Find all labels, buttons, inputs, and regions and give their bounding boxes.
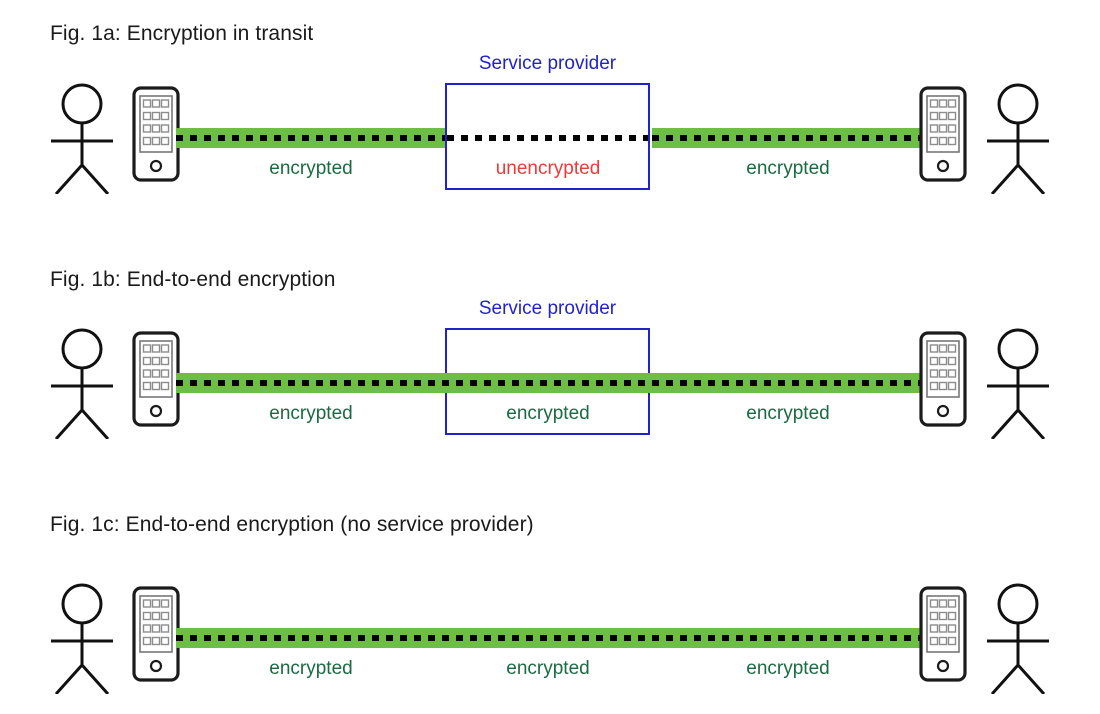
smartphone-icon-left <box>132 586 180 682</box>
segment-label-left: encrypted <box>269 403 353 424</box>
stick-figure-person-right <box>987 83 1049 194</box>
figure-1b: Service provider encrypted encrypted enc… <box>0 298 1100 450</box>
stick-figure-person-left <box>51 583 113 694</box>
figure-1c-caption: Fig. 1c: End-to-end encryption (no servi… <box>50 513 534 536</box>
stick-figure-person-right <box>987 328 1049 439</box>
smartphone-icon-right <box>919 331 967 427</box>
segment-label-left: encrypted <box>269 658 353 679</box>
service-provider-box <box>445 83 650 190</box>
segment-label-right: encrypted <box>746 403 830 424</box>
smartphone-icon-right <box>919 86 967 182</box>
figure-1b-caption: Fig. 1b: End-to-end encryption <box>50 268 336 291</box>
stick-figure-person-left <box>51 83 113 194</box>
segment-label-middle: unencrypted <box>495 158 601 179</box>
smartphone-icon-left <box>132 86 180 182</box>
service-provider-label: Service provider <box>478 298 617 319</box>
stick-figure-person-right <box>987 583 1049 694</box>
figure-1c: encrypted encrypted encrypted <box>0 560 1100 705</box>
segment-label-middle: encrypted <box>506 403 590 424</box>
segment-label-middle: encrypted <box>506 658 590 679</box>
smartphone-icon-left <box>132 331 180 427</box>
stick-figure-person-left <box>51 328 113 439</box>
data-flow-dots-left <box>176 135 447 141</box>
segment-label-right: encrypted <box>746 158 830 179</box>
smartphone-icon-right <box>919 586 967 682</box>
segment-label-right: encrypted <box>746 658 830 679</box>
segment-label-left: encrypted <box>269 158 353 179</box>
figure-1a-caption: Fig. 1a: Encryption in transit <box>50 22 314 45</box>
data-flow-dots-full <box>176 380 923 386</box>
data-flow-dots-right <box>652 135 923 141</box>
data-flow-dots-middle <box>447 135 652 141</box>
data-flow-dots-full <box>176 635 923 641</box>
figure-1a: Service provider encrypted unencrypted e… <box>0 53 1100 205</box>
service-provider-label: Service provider <box>478 53 617 74</box>
